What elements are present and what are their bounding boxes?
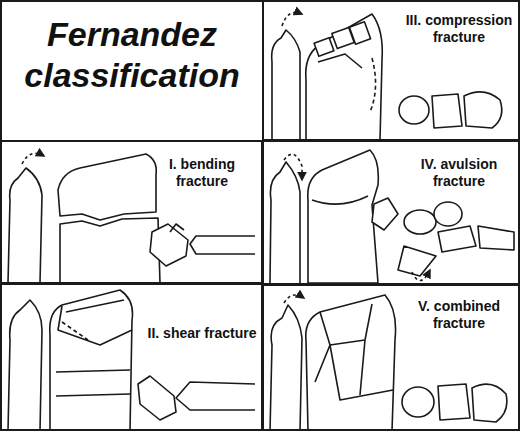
fracture-type-label: II. shear fracture — [145, 325, 259, 342]
bone-outline — [370, 58, 376, 112]
bone-outline — [58, 154, 156, 220]
bone-outline — [8, 300, 42, 431]
diagram-title: Fernandez classification — [12, 14, 252, 97]
bone-outline — [22, 153, 44, 164]
bone-outline — [284, 154, 302, 180]
bone-outline — [272, 30, 300, 140]
bone-outline — [412, 270, 430, 281]
classification-panel: V. combined fracture — [262, 284, 520, 431]
bone-outline — [372, 198, 398, 230]
bone-outline — [282, 13, 302, 27]
bone-outline — [50, 290, 133, 431]
bone-outline — [270, 162, 300, 283]
bone-outline — [62, 322, 88, 340]
bone-outline — [402, 387, 434, 417]
bone-outline — [434, 202, 462, 226]
bone-outline — [138, 376, 176, 420]
bone-outline — [56, 300, 130, 396]
bone-outline — [190, 236, 255, 254]
bone-outline — [308, 150, 379, 283]
fracture-type-label: V. combined fracture — [402, 298, 516, 332]
bone-outline — [464, 92, 502, 128]
bone-outline — [312, 196, 368, 204]
bone-outline — [284, 295, 304, 303]
fracture-type-label: I. bending fracture — [145, 156, 259, 190]
bone-outline — [432, 94, 462, 128]
bone-outline — [306, 295, 396, 431]
bone-outline — [170, 224, 184, 232]
bone-outline — [472, 384, 507, 422]
bone-outline — [315, 304, 393, 400]
bone-outline — [438, 226, 476, 252]
bone-outline — [398, 246, 436, 276]
bone-outline — [404, 210, 436, 234]
bone-outline — [314, 38, 334, 57]
bone-outline — [306, 14, 383, 140]
classification-panel: II. shear fracture — [0, 283, 263, 431]
fracture-type-label: III. compression fracture — [402, 12, 516, 46]
bone-drawings — [8, 13, 514, 431]
bone-outline — [270, 305, 302, 431]
bone-outline — [318, 54, 362, 68]
bone-outline — [150, 224, 188, 266]
classification-panel: III. compression fracture — [262, 0, 520, 141]
title-cell — [1, 1, 263, 141]
bone-outline — [478, 226, 514, 250]
bone-outline — [349, 22, 370, 44]
bone-outline — [176, 382, 255, 410]
classification-panel: I. bending fracture — [0, 140, 263, 284]
bone-outline — [399, 96, 429, 124]
classification-panel: IV. avulsion fracture — [262, 140, 520, 285]
bone-outline — [8, 168, 42, 283]
bone-outline — [438, 384, 470, 420]
fracture-type-label: IV. avulsion fracture — [402, 156, 516, 190]
bone-outline — [60, 218, 160, 283]
